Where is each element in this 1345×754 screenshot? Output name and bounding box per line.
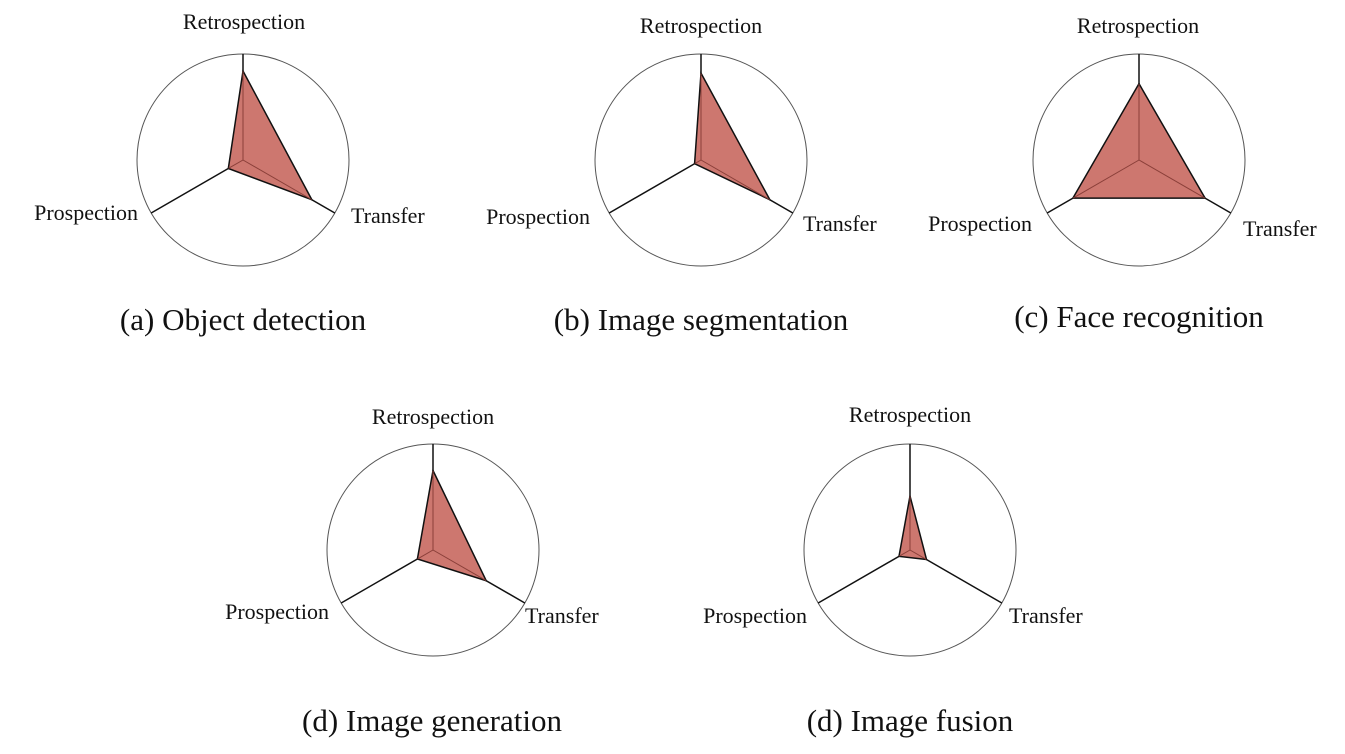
axis-label-transfer: Transfer [1243,216,1317,241]
axis-label-prospection: Prospection [34,200,138,225]
radar-point-retrospection [432,470,434,471]
radar-inner-spoke [228,159,244,169]
axis-label-retrospection: Retrospection [372,404,494,429]
radar-inner-spoke [694,159,702,165]
panel-caption: (c) Face recognition [1014,299,1264,334]
panel-caption: (a) Object detection [120,302,367,337]
radar-point-prospection [694,163,696,165]
radar-point-transfer [485,580,487,582]
axis-label-transfer: Transfer [803,211,877,236]
axis-label-prospection: Prospection [225,599,329,624]
radar-point-retrospection [1138,83,1140,85]
radar-data-area [693,70,772,202]
radar-point-transfer [1204,197,1206,199]
radar-inner-spoke [417,549,434,560]
radar-inner-spoke [700,159,771,201]
axis-label-prospection: Prospection [703,603,807,628]
axis-label-retrospection: Retrospection [640,13,762,38]
radar-point-prospection [416,558,418,560]
radar-point-transfer [926,559,928,561]
radar-point-retrospection [700,72,702,74]
radar-data-area [898,495,928,561]
radar-point-prospection [227,167,229,169]
axis-label-transfer: Transfer [351,203,425,228]
radar-inner-spoke [1138,159,1206,199]
panel-caption: (b) Image segmentation [554,302,849,337]
radar-data-area [416,468,488,582]
radar-inner-spoke [1072,159,1140,199]
axis-label-prospection: Prospection [928,211,1032,236]
radar-inner-spoke [909,549,927,560]
radar-point-prospection [898,555,900,557]
radar-point-transfer [311,199,313,201]
axis-label-retrospection: Retrospection [1077,13,1199,38]
radar-axis-prospection [608,159,702,214]
radar-inner-spoke [432,549,487,582]
radar-inner-spoke [898,549,911,557]
panel-caption: (d) Image generation [302,703,562,738]
axis-label-transfer: Transfer [1009,603,1083,628]
axis-label-prospection: Prospection [486,204,590,229]
axis-label-retrospection: Retrospection [183,9,305,34]
radar-axis-prospection [817,549,911,604]
radar-point-transfer [769,199,771,201]
radar-point-retrospection [909,495,911,497]
radar-point-prospection [1072,197,1074,199]
radar-inner-spoke [242,159,313,201]
panel-caption: (d) Image fusion [807,703,1014,738]
radar-data-area [227,68,314,202]
axis-label-transfer: Transfer [525,603,599,628]
axis-label-retrospection: Retrospection [849,402,971,427]
radar-point-retrospection [242,70,244,72]
